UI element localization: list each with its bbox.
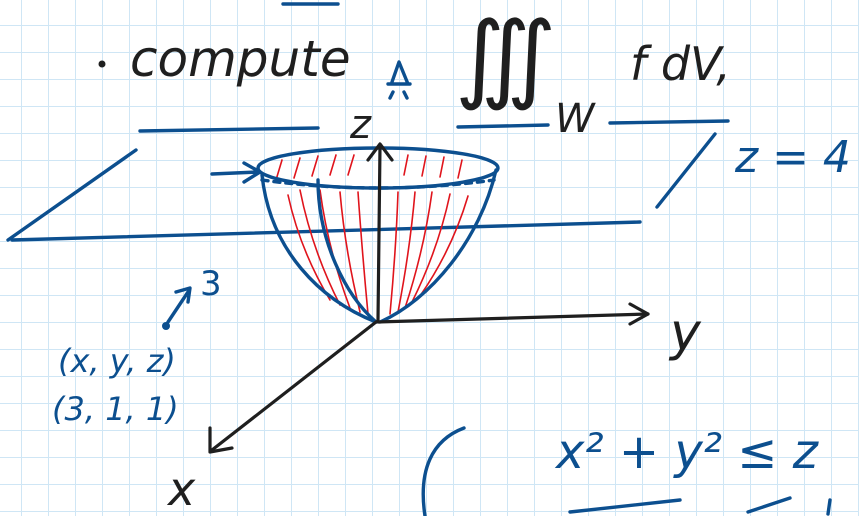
brace-stroke bbox=[421, 426, 466, 516]
volume-hatching bbox=[275, 154, 469, 315]
y-axis-arrowhead bbox=[628, 302, 650, 326]
triple-integral-symbol: ∭ bbox=[455, 1, 556, 113]
bullet-dot bbox=[98, 60, 106, 68]
y-axis-label: y bbox=[668, 303, 702, 363]
instruction-text: compute bbox=[130, 30, 351, 88]
point-coords-label: (x, y, z) bbox=[58, 342, 176, 380]
condition-1: x² + y² ≤ z bbox=[554, 424, 820, 480]
z-axis-label: z bbox=[349, 102, 372, 148]
point-arrow-label: 3 bbox=[200, 264, 222, 304]
lamp-doodle-icon bbox=[386, 60, 412, 100]
point-arrow bbox=[166, 286, 192, 324]
x-axis-arrowhead bbox=[208, 426, 234, 454]
plane-back-edge-left bbox=[138, 126, 320, 133]
sample-point bbox=[162, 322, 170, 330]
z-axis-arrowhead bbox=[366, 142, 394, 162]
rim-arrow bbox=[210, 161, 262, 184]
plane-left-edge bbox=[6, 148, 138, 242]
point-coords-value: (3, 1, 1) bbox=[52, 390, 179, 428]
x-axis bbox=[210, 320, 378, 452]
region-subscript: W bbox=[555, 96, 596, 142]
plane-back-edge-right bbox=[608, 119, 730, 125]
paraboloid-rim-dash bbox=[260, 178, 496, 190]
paraboloid-right-side bbox=[378, 168, 498, 324]
cut-off-line-strokes bbox=[568, 496, 832, 516]
plane-back-edge-mid bbox=[456, 123, 550, 129]
x-axis-label: x bbox=[166, 462, 196, 516]
z-axis bbox=[376, 144, 382, 322]
plane-right-edge bbox=[655, 132, 717, 209]
paraboloid-front-ridge bbox=[316, 178, 378, 324]
y-axis bbox=[376, 312, 650, 324]
integrand-text: f dV, bbox=[630, 37, 731, 91]
plane-label: z = 4 bbox=[734, 132, 851, 183]
paraboloid-left-side bbox=[260, 173, 378, 324]
